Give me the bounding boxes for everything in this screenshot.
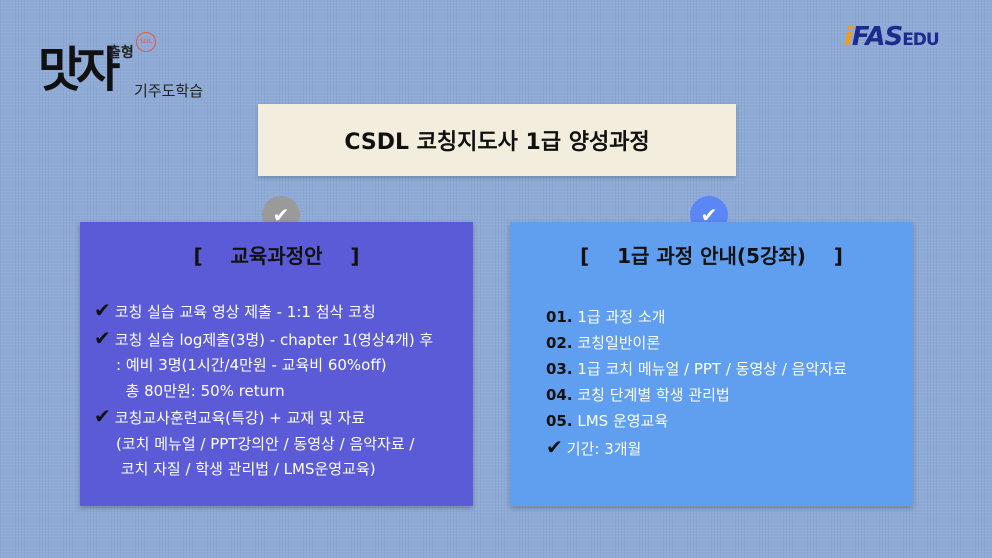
curriculum-heading: [ 교육과정안 ]	[193, 244, 360, 268]
period-text: 기간: 3개월	[566, 440, 642, 458]
checkmark-icon: ✔	[546, 435, 563, 459]
period: ✔기간: 3개월	[546, 434, 847, 462]
curriculum-text: 총 80만원: 50% return	[116, 381, 285, 400]
majja-logo: 맛자 출형 SDL 기주도학습	[38, 28, 218, 108]
curriculum-text: 코칭 실습 log제출(3명) - chapter 1(영상4개) 후	[114, 330, 434, 349]
course-title: 코칭 단계별 학생 관리법	[577, 386, 730, 404]
curriculum-text: (코치 메뉴얼 / PPT강의안 / 동영상 / 음악자료 /	[116, 434, 415, 453]
course-number: 01.	[546, 308, 573, 326]
course-number: 03.	[546, 360, 573, 378]
curriculum-text: 코칭 실습 교육 영상 제출 - 1:1 첨삭 코칭	[114, 303, 376, 321]
checkmark-icon: ✔	[94, 404, 111, 428]
curriculum-text: 코치 자질 / 학생 관리법 / LMS운영교육)	[116, 460, 376, 478]
course-title: 1급 코치 메뉴얼 / PPT / 동영상 / 음악자료	[577, 360, 847, 378]
logo-main: 맛자	[38, 42, 120, 98]
curriculum-line: 총 80만원: 50% return	[94, 379, 433, 405]
logo-top: 출형	[108, 45, 134, 61]
course-item: 03. 1급 코치 메뉴얼 / PPT / 동영상 / 음악자료	[546, 356, 847, 382]
course-guide-heading: [ 1급 과정 안내(5강좌) ]	[580, 244, 843, 268]
course-item: 05. LMS 운영교육	[546, 408, 847, 434]
curriculum-text: : 예비 3명(1시간/4만원 - 교육비 60%off)	[116, 356, 387, 374]
ifas-edu-logo: iFASEDU	[844, 22, 940, 52]
page-title: CSDL 코칭지도사 1급 양성과정	[344, 130, 650, 155]
curriculum-text: 코칭교사훈련교육(특강) + 교재 및 자료	[114, 409, 366, 427]
course-title: 코칭일반이론	[577, 334, 661, 352]
course-number: 05.	[546, 412, 573, 430]
checkmark-icon: ✔	[94, 298, 111, 322]
course-title: 1급 과정 소개	[577, 308, 666, 326]
curriculum-line: : 예비 3명(1시간/4만원 - 교육비 60%off)	[94, 353, 433, 379]
title-banner: CSDL 코칭지도사 1급 양성과정	[258, 104, 736, 176]
course-item: 04. 코칭 단계별 학생 관리법	[546, 382, 847, 408]
curriculum-line: ✔코칭 실습 교육 영상 제출 - 1:1 첨삭 코칭	[94, 298, 433, 326]
course-number: 02.	[546, 334, 573, 352]
course-item: 01. 1급 과정 소개	[546, 304, 847, 330]
curriculum-line: 코치 자질 / 학생 관리법 / LMS운영교육)	[94, 457, 433, 483]
checkmark-icon: ✔	[94, 325, 111, 350]
course-item: 02. 코칭일반이론	[546, 330, 847, 356]
course-number: 04.	[546, 386, 573, 404]
course-title: LMS 운영교육	[577, 412, 669, 430]
curriculum-line: ✔코칭 실습 log제출(3명) - chapter 1(영상4개) 후	[94, 326, 433, 354]
sdl-stamp: SDL	[136, 32, 156, 52]
logo-sub: 기주도학습	[134, 82, 204, 100]
curriculum-line: (코치 메뉴얼 / PPT강의안 / 동영상 / 음악자료 /	[94, 432, 433, 458]
curriculum-line: ✔코칭교사훈련교육(특강) + 교재 및 자료	[94, 404, 433, 432]
curriculum-panel: [ 교육과정안 ] ✔코칭 실습 교육 영상 제출 - 1:1 첨삭 코칭✔코칭…	[80, 222, 473, 506]
